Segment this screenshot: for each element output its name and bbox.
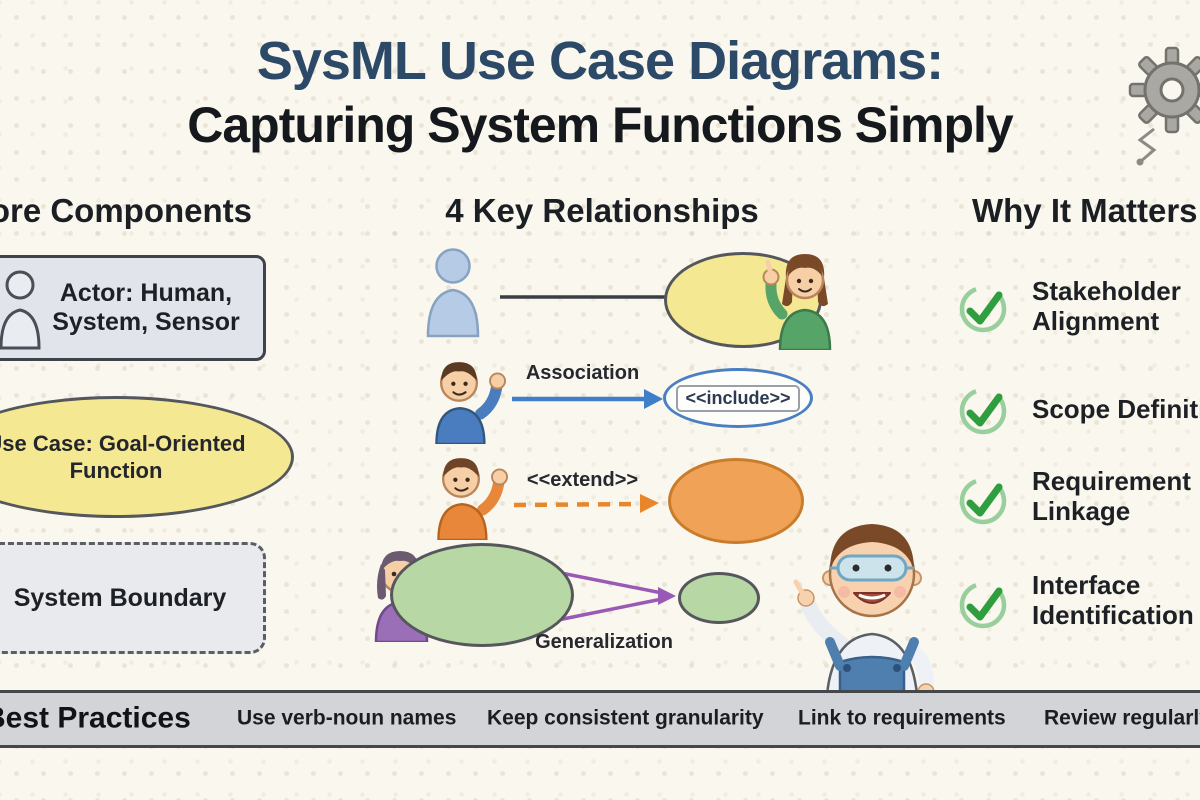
safety-goggles [836,554,908,582]
actor-box-label-line2: System, Sensor [52,308,240,336]
person-waving-orange-illustration [437,458,508,540]
best-practices-heading: Best Practices [0,701,191,735]
actor-component-box: Actor: Human, System, Sensor [0,255,266,361]
zigzag-end-dot [1136,158,1144,166]
benefit-line1: Requirement [1032,466,1191,496]
child-use-case-oval [678,572,760,624]
boy-goggles-illustration [793,524,935,716]
benefit-line2: Alignment [1032,306,1160,336]
page-title-line1: SysML Use Case Diagrams: [256,31,944,91]
key-relationships-heading: 4 Key Relationships [445,192,759,229]
extend-dashed-arrow-line [513,501,643,508]
benefit-line2: Linkage [1032,496,1131,526]
check-icon [959,387,1007,435]
page-title-line2: Capturing System Functions Simply [187,97,1013,153]
gear-hole [1159,77,1185,103]
benefit-line1: Stakeholder [1032,276,1181,306]
why-it-matters-heading: Why It Matters [972,192,1198,229]
gear-icon [1128,46,1200,166]
benefit-item: Scope Definition [1032,394,1200,424]
benefit-line1: Interface [1032,570,1141,600]
best-practice-item: Link to requirements [798,706,1006,730]
person-waving-blue-illustration [435,362,506,444]
check-icon [959,581,1007,629]
best-practice-item: Review regularly [1044,706,1200,730]
actor-person-icon [0,270,41,350]
generalization-line-lower [557,597,663,622]
include-stereotype-text: <<include>> [676,384,800,412]
extend-oval [668,458,804,544]
actor-silhouette-icon [426,248,480,338]
association-label: Association [525,362,640,384]
best-practice-item: Use verb-noun names [237,706,457,730]
check-icon [959,477,1007,525]
extend-arrow-head [640,494,659,513]
association-arrow-head [644,389,663,409]
parent-use-case-oval [390,543,574,647]
generalization-label: Generalization [535,631,673,653]
generalization-arrow-head [658,587,676,605]
system-boundary-label: System Boundary [13,583,227,612]
woman-pointing-illustration [762,254,832,350]
benefit-line2: Identification [1032,600,1194,630]
benefit-line1: Scope Definition [1032,394,1200,424]
actor-box-label: Actor: Human, System, Sensor [39,258,253,358]
benefit-item: Interface Identification [1032,570,1200,630]
core-components-heading: Core Components [0,192,253,229]
best-practice-item: Keep consistent granularity [487,706,764,730]
use-case-label-line1: Use Case: Goal-Oriented [0,430,246,456]
gear-zigzag-line [1137,127,1157,164]
check-icon [959,285,1007,333]
benefit-item: Requirement Linkage [1032,466,1200,526]
use-case-label-line2: Function [69,458,163,483]
extend-label: <<extend>> [526,469,639,491]
system-boundary-box: System Boundary [0,542,266,654]
actor-box-label-line1: Actor: Human, [59,278,233,307]
best-practices-bar: Best Practices Use verb-noun names Keep … [0,690,1200,748]
use-case-component-ellipse: Use Case: Goal-Oriented Function [0,396,294,518]
include-oval: <<include>> [663,368,813,428]
benefit-item: Stakeholder Alignment [1032,276,1200,336]
